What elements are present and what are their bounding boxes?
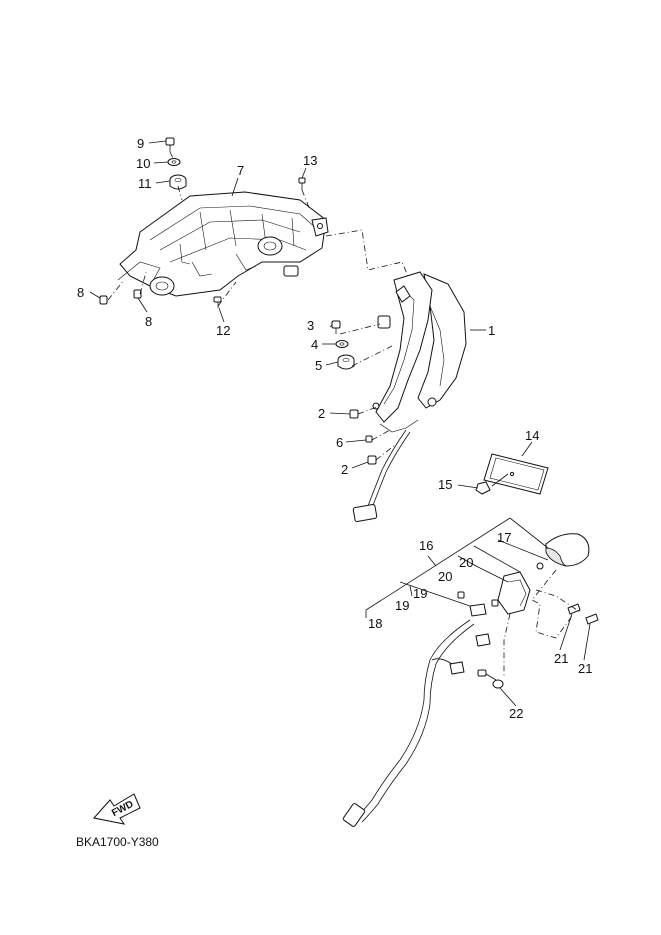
callout-8: 8 — [77, 285, 84, 300]
callout-15: 15 — [438, 477, 452, 492]
headlight-assembly — [117, 191, 329, 297]
leader-lines — [89, 140, 591, 707]
callout-16: 16 — [419, 538, 433, 553]
callout-6: 6 — [336, 435, 343, 450]
callout-18: 18 — [368, 616, 382, 631]
callout-7: 7 — [237, 163, 244, 178]
callout-14: 14 — [525, 428, 539, 443]
callout-21: 21 — [554, 651, 568, 666]
callout-2: 2 — [318, 406, 325, 421]
callout-8: 8 — [145, 314, 152, 329]
callout-2: 2 — [341, 462, 348, 477]
callout-3: 3 — [307, 318, 314, 333]
diagram-code: BKA1700-Y380 — [76, 835, 159, 849]
callout-21: 21 — [578, 661, 592, 676]
headlight-housing — [352, 271, 467, 522]
callout-1: 1 — [488, 323, 495, 338]
callout-17: 17 — [497, 530, 511, 545]
headlight-fasteners — [99, 137, 306, 308]
callout-4: 4 — [311, 337, 318, 352]
callout-13: 13 — [303, 153, 317, 168]
reflector-assembly — [475, 453, 549, 495]
callout-9: 9 — [137, 136, 144, 151]
callout-11: 11 — [138, 176, 152, 191]
assembly-lines — [107, 151, 581, 676]
callout-19: 19 — [413, 586, 427, 601]
callout-20: 20 — [438, 569, 452, 584]
callout-5: 5 — [315, 358, 322, 373]
forward-arrow-icon: FWD — [93, 793, 141, 825]
callout-labels: 1 2 2 3 4 5 6 7 8 8 9 10 11 12 13 14 15 … — [77, 136, 592, 721]
callout-10: 10 — [136, 156, 150, 171]
callout-20: 20 — [459, 555, 473, 570]
callout-12: 12 — [216, 323, 230, 338]
callout-19: 19 — [395, 598, 409, 613]
tail-light-assembly — [342, 533, 599, 827]
housing-fasteners — [331, 320, 377, 465]
callout-22: 22 — [509, 706, 523, 721]
